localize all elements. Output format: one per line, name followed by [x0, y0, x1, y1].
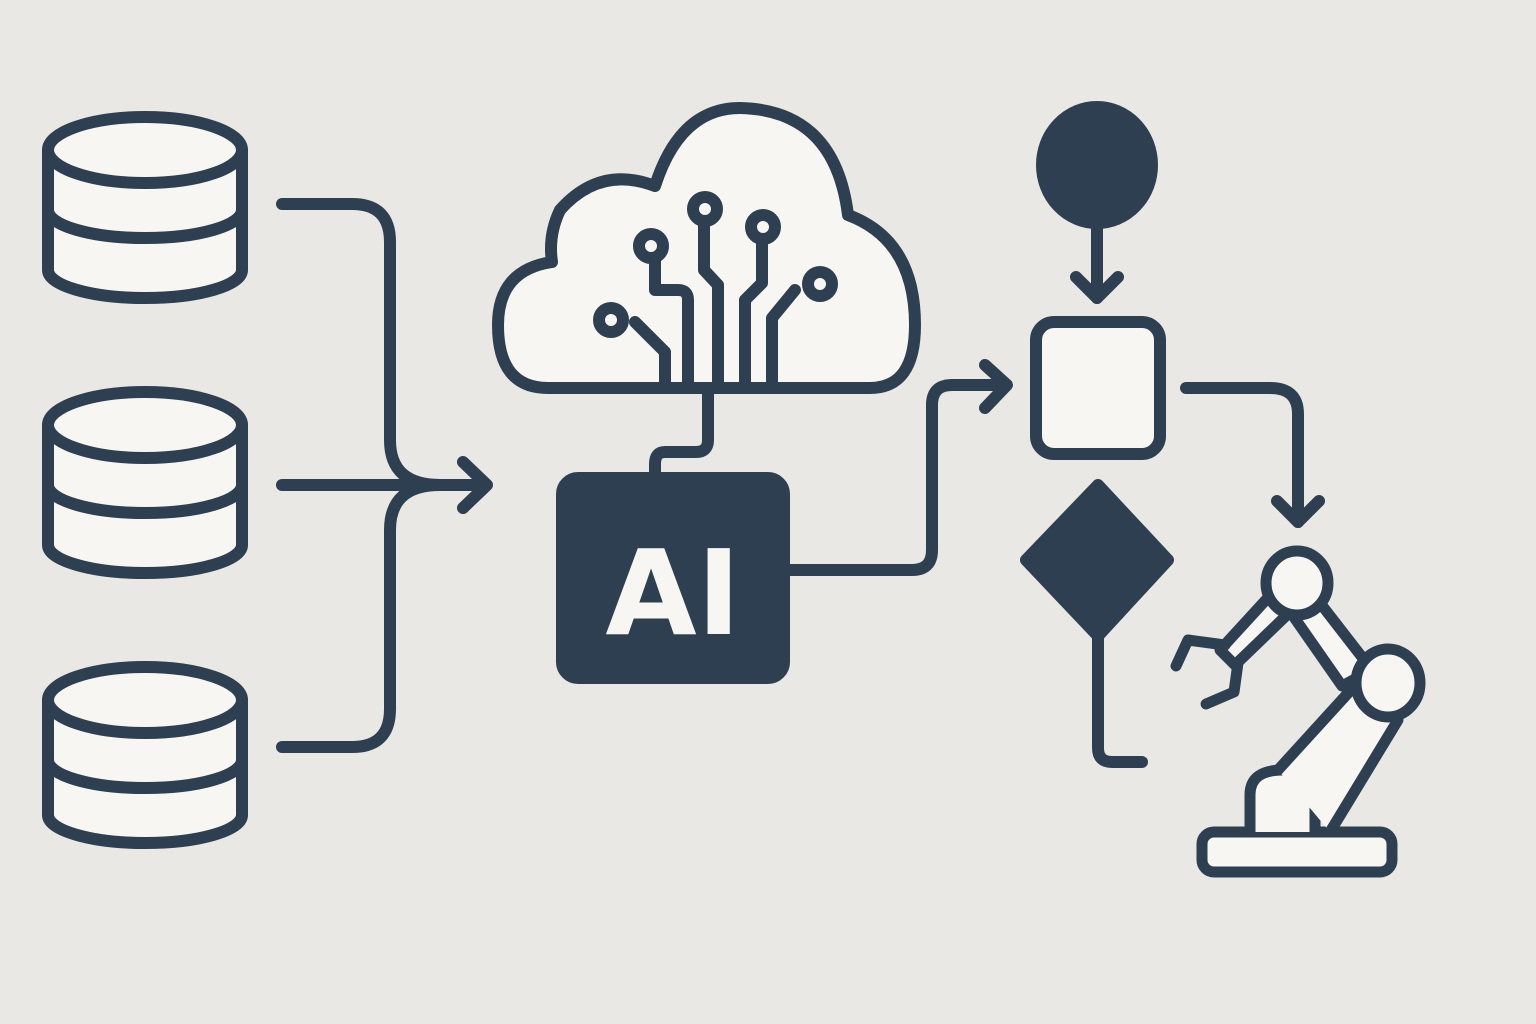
ai-box [556, 472, 790, 684]
process-to-robot-connector [1180, 382, 1325, 528]
arrow-head-icon [457, 456, 493, 514]
decision-output-connector [1092, 630, 1148, 768]
arrow-head-icon [979, 359, 1013, 414]
flowchart-decision-diamond [1020, 479, 1174, 642]
ai-label: AI [605, 524, 740, 662]
database-icon-2 [42, 386, 248, 579]
flowchart-process-box [1030, 316, 1166, 460]
flowchart-start-oval [1036, 101, 1158, 229]
robot-arm-icon [1170, 545, 1426, 878]
ai-to-process-connector [778, 359, 1013, 576]
cloud-circuit-icon [492, 102, 921, 486]
database-icon-1 [42, 111, 248, 304]
start-to-process-arrow [1070, 224, 1124, 304]
merge-connector [276, 198, 493, 753]
database-icon-3 [42, 661, 248, 849]
